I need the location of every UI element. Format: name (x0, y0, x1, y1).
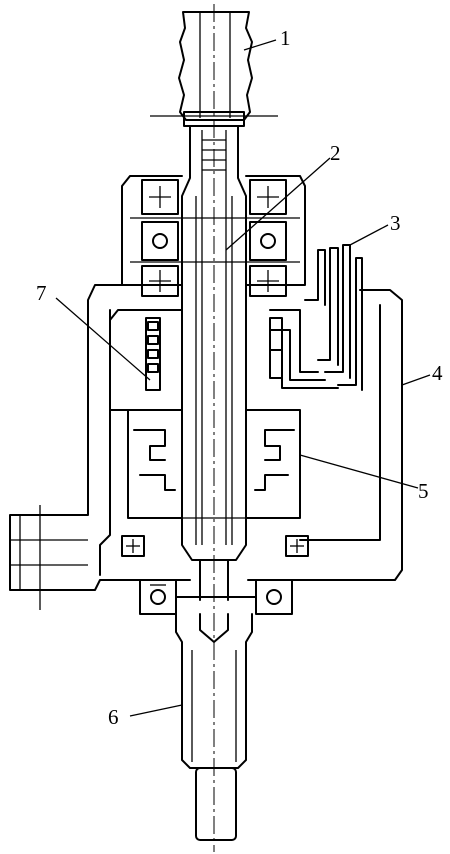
leader-5 (299, 454, 419, 489)
callout-6: 6 (108, 705, 119, 729)
leader-3 (349, 224, 389, 246)
leader-1 (243, 39, 277, 51)
callout-2: 2 (330, 141, 341, 165)
callout-5: 5 (418, 479, 429, 503)
callout-4: 4 (432, 361, 443, 385)
leader-7 (55, 297, 151, 381)
central-spindle (181, 125, 247, 601)
top-shaft (150, 11, 278, 127)
leader-lines (55, 39, 431, 717)
outer-housing (9, 284, 403, 610)
slip-ring-stack (269, 244, 363, 391)
lower-bearings (121, 535, 309, 615)
leader-2 (225, 157, 331, 251)
leader-4 (401, 374, 431, 386)
callouts: 1 2 3 4 5 6 7 (36, 26, 443, 729)
callout-1: 1 (280, 26, 291, 50)
callout-7: 7 (36, 281, 47, 305)
left-commutator (109, 309, 183, 411)
labyrinth-seal (127, 409, 301, 519)
output-shaft (175, 613, 253, 841)
leader-6 (129, 704, 183, 717)
callout-3: 3 (390, 211, 401, 235)
